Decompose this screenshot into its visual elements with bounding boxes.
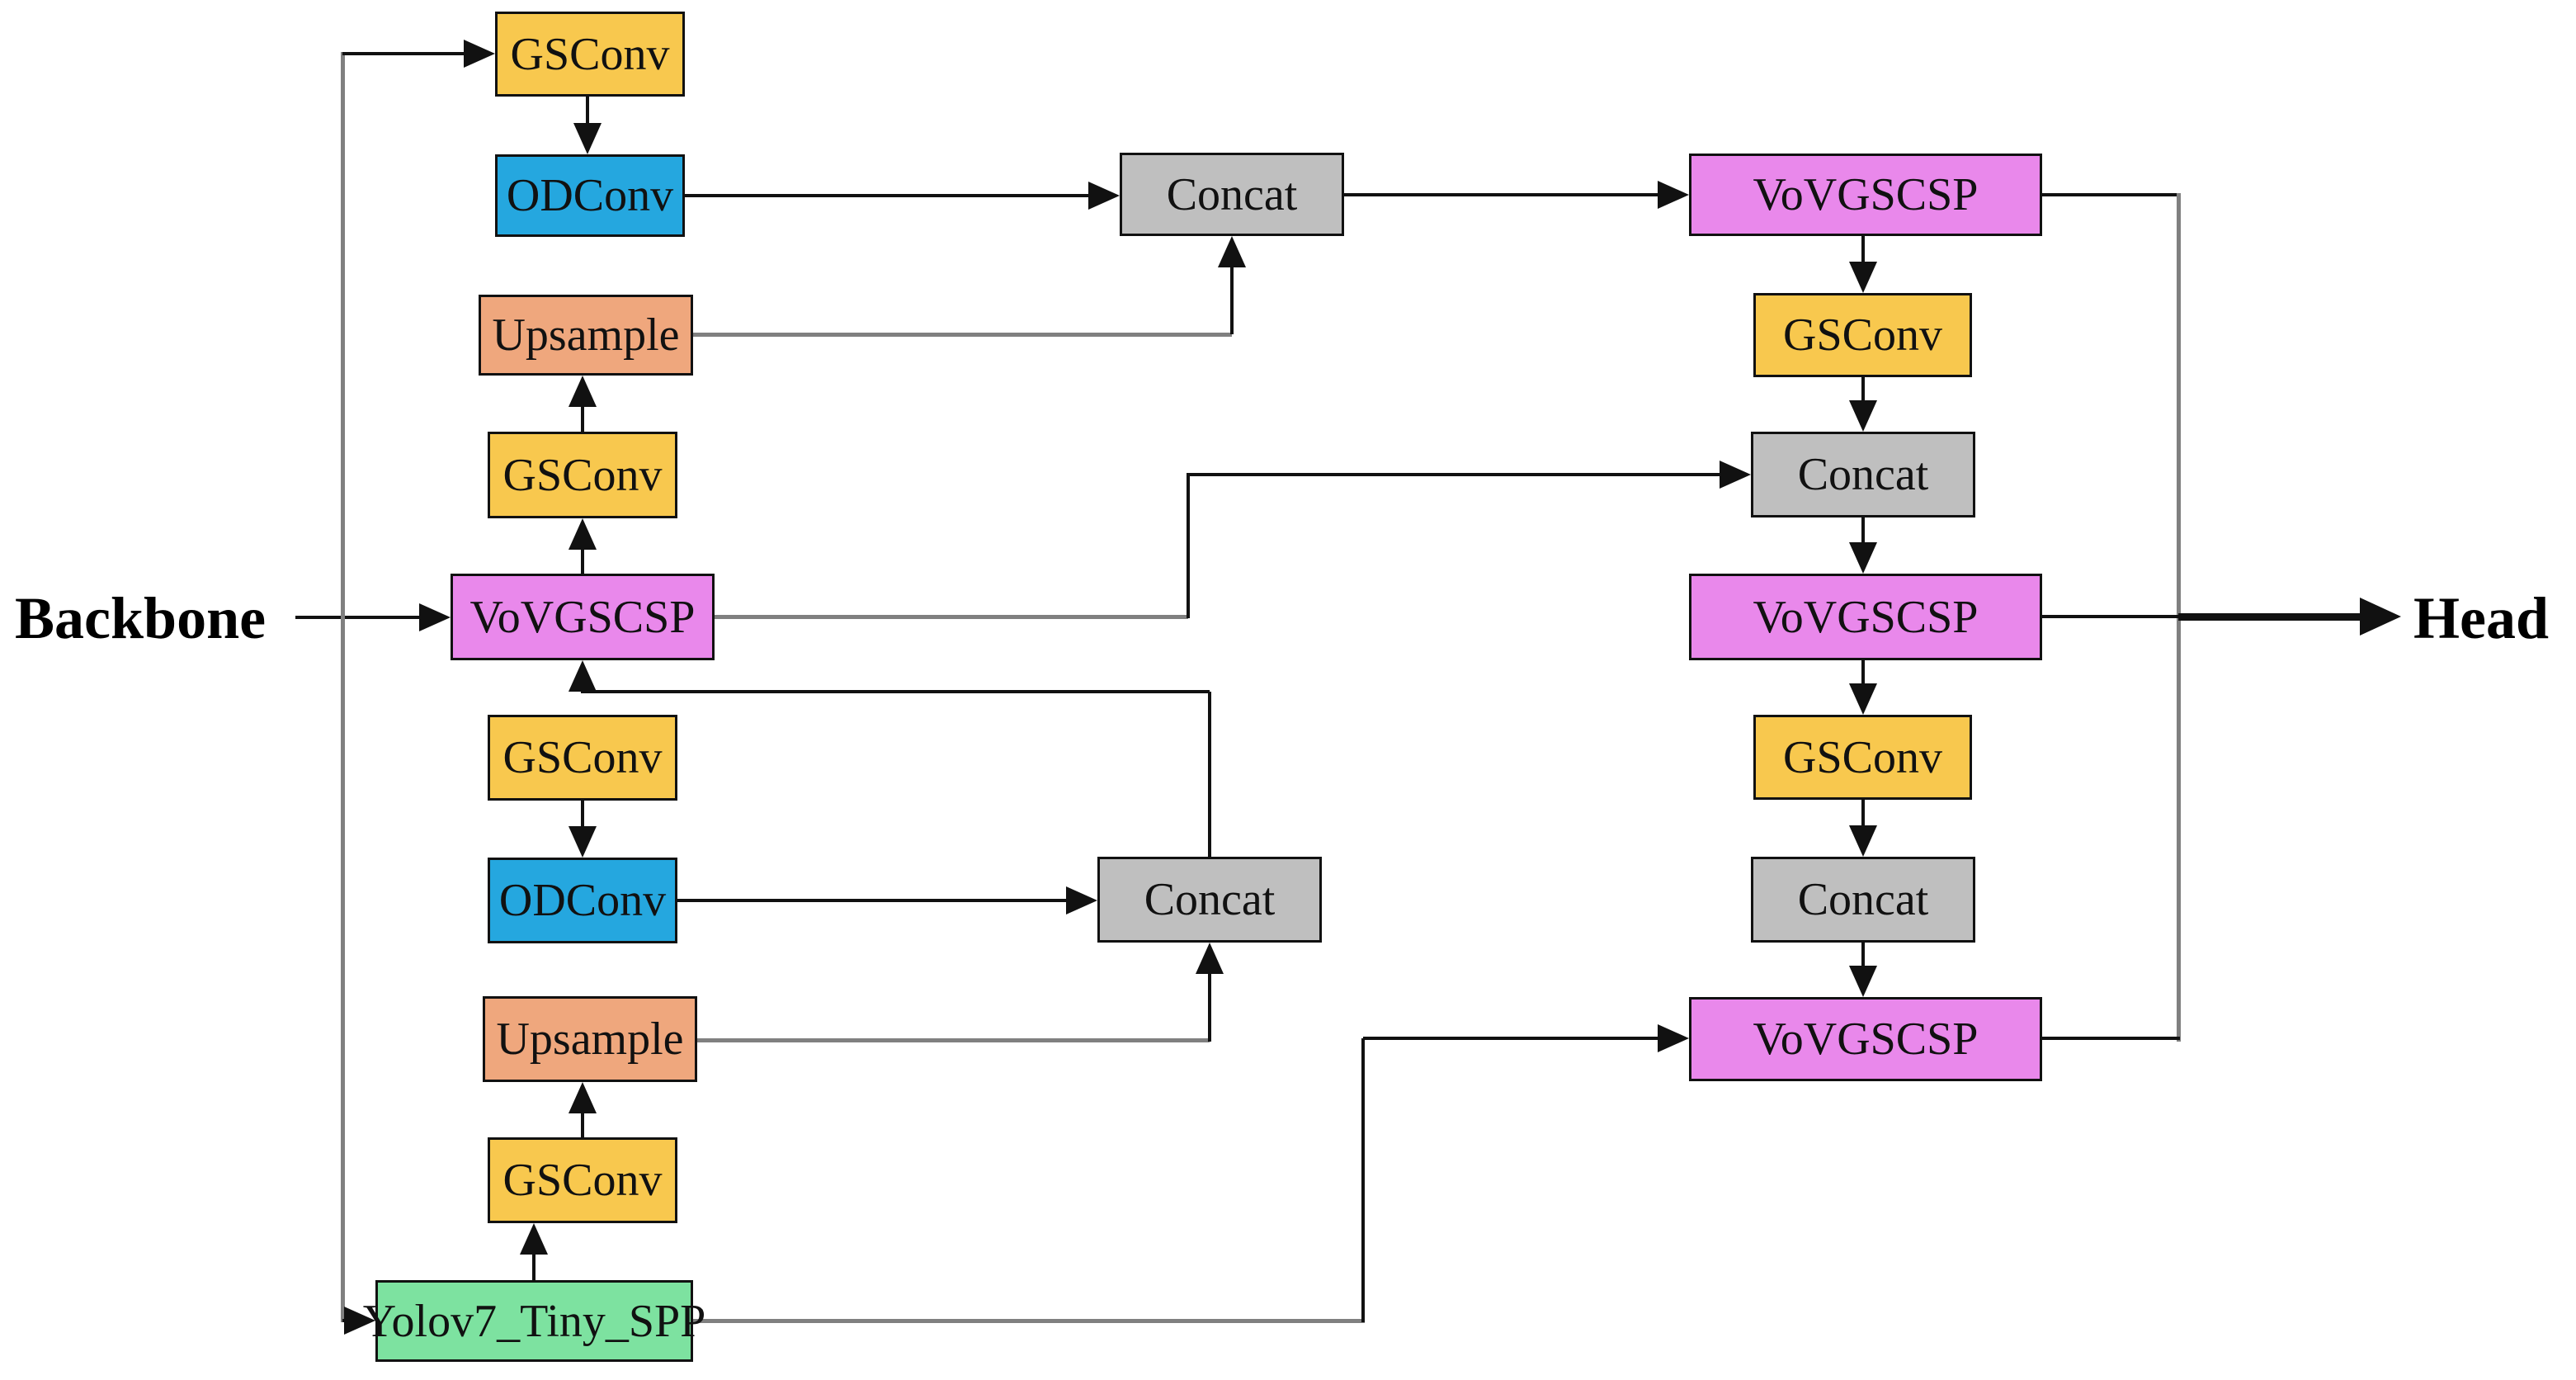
backbone-label: Backbone	[15, 585, 267, 651]
edge-segment	[532, 1251, 535, 1280]
edge-segment	[693, 1319, 1365, 1323]
edge-segment	[677, 899, 1068, 902]
edge-segment	[1344, 193, 1659, 196]
node-odconv-2: ODConv	[488, 858, 677, 943]
edge-segment	[1187, 473, 1721, 476]
arrowhead	[1196, 943, 1224, 974]
node-gsconv-1: GSConv	[495, 12, 685, 97]
arrowhead	[1849, 400, 1877, 432]
edge-segment	[1361, 1038, 1365, 1322]
head-label: Head	[2413, 585, 2550, 651]
node-upsample-2: Upsample	[483, 996, 697, 1082]
edge-segment	[295, 616, 421, 619]
arrowhead	[344, 1307, 375, 1335]
node-vovgscsp-mr: VoVGSCSP	[1689, 574, 2042, 660]
edge-segment	[1861, 236, 1865, 263]
arrowhead	[1849, 542, 1877, 574]
edge-segment	[342, 52, 467, 55]
arrowhead	[1658, 1024, 1689, 1052]
edge-segment	[341, 52, 345, 1322]
arrowhead	[464, 40, 495, 68]
edge-segment	[1861, 377, 1865, 402]
node-concat-r2: Concat	[1751, 857, 1975, 943]
node-odconv-1: ODConv	[495, 154, 685, 237]
edge-segment	[685, 194, 1090, 197]
arrowhead	[569, 518, 597, 550]
arrowhead	[1218, 236, 1246, 267]
arrowhead	[1849, 683, 1877, 715]
arrowhead	[419, 603, 451, 631]
arrowhead	[1658, 181, 1689, 209]
arrowhead	[1849, 262, 1877, 293]
node-concat-mid: Concat	[1097, 857, 1322, 943]
arrowhead	[1066, 886, 1097, 914]
node-vovgscsp-left: VoVGSCSP	[451, 574, 715, 660]
arrowhead	[520, 1223, 548, 1255]
edge-segment	[1861, 660, 1865, 685]
edge-segment	[581, 690, 1210, 693]
arrowhead	[573, 123, 602, 154]
node-gsconv-r2: GSConv	[1753, 715, 1972, 800]
edge-segment	[581, 404, 584, 432]
edge-segment	[715, 615, 1188, 619]
edge-segment	[581, 801, 584, 829]
node-vovgscsp-tr: VoVGSCSP	[1689, 154, 2042, 236]
node-gsconv-2: GSConv	[488, 432, 677, 518]
edge-segment	[1230, 264, 1234, 334]
edge-segment	[1208, 692, 1211, 858]
arrowhead	[2360, 598, 2401, 636]
arrowhead	[1088, 182, 1120, 210]
edge-segment	[1208, 972, 1211, 1042]
edge-segment	[581, 1110, 584, 1137]
node-gsconv-r1: GSConv	[1753, 293, 1972, 377]
arrowhead	[1720, 461, 1751, 489]
edge-segment	[1861, 800, 1865, 827]
arrowhead	[569, 826, 597, 858]
edge-segment	[1861, 943, 1865, 967]
arrowhead	[1849, 966, 1877, 997]
edge-segment	[1187, 476, 1190, 618]
arrowhead	[569, 660, 597, 692]
arrowhead	[569, 1082, 597, 1113]
edge-segment	[1861, 518, 1865, 544]
edge-segment	[1363, 1037, 1659, 1040]
node-gsconv-3: GSConv	[488, 715, 677, 801]
edge-segment	[693, 333, 1232, 337]
edge-segment	[697, 1038, 1210, 1042]
edge-segment	[2042, 1037, 2180, 1040]
node-vovgscsp-br: VoVGSCSP	[1689, 997, 2042, 1081]
node-gsconv-4: GSConv	[488, 1137, 677, 1223]
node-spp: Yolov7_Tiny_SPP	[363, 1280, 705, 1362]
edge-segment	[2042, 615, 2178, 618]
node-upsample-1: Upsample	[479, 295, 693, 376]
edge-segment	[581, 546, 584, 574]
node-concat-r1: Concat	[1751, 432, 1975, 518]
edge-segment	[2042, 193, 2180, 196]
edge-segment	[586, 97, 589, 126]
arrowhead	[1849, 825, 1877, 857]
arrowhead	[569, 376, 597, 407]
edge-segment	[2178, 613, 2361, 621]
node-concat-1: Concat	[1120, 153, 1344, 236]
